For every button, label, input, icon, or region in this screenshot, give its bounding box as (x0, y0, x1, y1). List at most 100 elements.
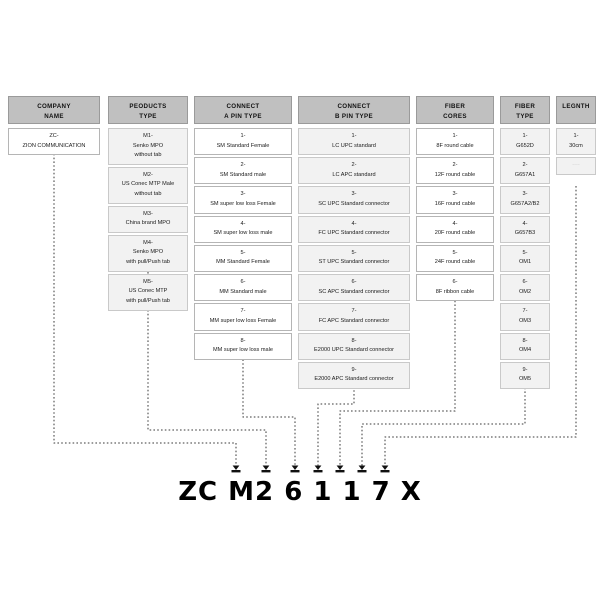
option-label: E2000 APC Standard connector (314, 376, 394, 383)
option-cell[interactable]: 2- SM Standard male (194, 157, 292, 185)
option-cell[interactable]: ZC- ZION COMMUNICATION (8, 128, 100, 156)
option-label-2: without tab (134, 191, 162, 198)
option-cell[interactable]: 9-OM5 (500, 361, 550, 389)
option-label: E2000 UPC Standard connector (314, 347, 394, 354)
option-label: OM1 (518, 259, 532, 266)
option-code: 6- (351, 279, 357, 286)
option-cell[interactable]: 2- LC APC standard (298, 157, 410, 185)
option-code: 2- (452, 162, 458, 169)
option-cell[interactable]: 6-OM2 (500, 274, 550, 302)
option-cell[interactable]: 7-OM3 (500, 303, 550, 331)
option-cell[interactable]: 7-MM super low loss Female (194, 303, 292, 331)
option-label: FC APC Standard connector (318, 317, 390, 324)
column-header-line: CONNECT (337, 103, 371, 110)
option-cell[interactable]: 7-FC APC Standard connector (298, 303, 410, 331)
option-cell[interactable]: 2-G657A1 (500, 157, 550, 185)
option-label: MM super low loss male (213, 347, 273, 354)
option-cell[interactable]: 4-FC UPC Standard connector (298, 215, 410, 243)
option-label-2: without tab (134, 152, 162, 159)
option-cell[interactable]: 4-G657B3 (500, 215, 550, 243)
option-cell[interactable]: ---- (556, 157, 596, 175)
option-code: M2- (143, 171, 153, 178)
option-cell[interactable]: 9-E2000 APC Standard connector (298, 361, 410, 389)
option-label: US Conec MTP (128, 288, 168, 295)
column-header-line: COMPANY (37, 103, 71, 110)
option-code: 1- (452, 133, 458, 139)
option-code: 8- (522, 337, 528, 344)
option-cell[interactable]: 1-30cm (556, 128, 596, 156)
option-code: 2- (351, 162, 357, 169)
option-cell[interactable]: 1-SM Standard Female (194, 128, 292, 156)
option-code: 6- (240, 279, 246, 286)
option-label: OM4 (518, 347, 532, 354)
option-code: 1- (240, 133, 246, 139)
option-code: 6- (522, 279, 528, 286)
option-cell[interactable]: 5-OM1 (500, 244, 550, 273)
option-cell[interactable]: 5-MM Standard Female (194, 244, 292, 273)
option-cell[interactable]: 8-E2000 UPC Standard connector (298, 332, 410, 360)
option-code: 5- (522, 249, 528, 256)
option-code: 7- (522, 308, 528, 315)
option-label: Senko MPO (132, 142, 164, 149)
option-cell[interactable]: 3-SC UPC Standard connector (298, 186, 410, 214)
option-label: OM2 (518, 288, 532, 295)
option-cell[interactable]: 2- 12F round cable (416, 157, 494, 185)
column-header-length: LEGNTH (556, 96, 596, 124)
option-label: ---- (572, 162, 580, 169)
option-label: Senko MPO (132, 249, 164, 256)
option-code: M3- (143, 210, 153, 217)
option-code: 4- (452, 220, 458, 227)
column-header-line: A PIN TYPE (224, 113, 262, 121)
column-cells-length: 1-30cm ---- (556, 128, 596, 175)
column-header-line: FIBER (514, 103, 536, 110)
option-cell[interactable]: 6-8F ribbon cable (416, 274, 494, 302)
option-code: 4- (522, 220, 528, 227)
option-cell[interactable]: 1-LC UPC standard (298, 128, 410, 156)
option-cell[interactable]: 8-OM4 (500, 332, 550, 360)
option-label: ST UPC Standard connector (318, 259, 390, 266)
option-cell[interactable]: 4-SM super low loss male (194, 215, 292, 243)
option-label: China brand MPO (125, 220, 171, 227)
option-code: 4- (351, 220, 357, 227)
column-cells-connect-b-pin-type: 1-LC UPC standard 2- LC APC standard 3-SC U… (298, 128, 410, 389)
option-code: 7- (240, 308, 246, 315)
option-cell[interactable]: 6-MM Standard male (194, 274, 292, 302)
option-cell[interactable]: 6-SC APC Standard connector (298, 274, 410, 302)
option-cell[interactable]: M3- China brand MPO (108, 205, 188, 233)
option-cell[interactable]: 1-G652D (500, 128, 550, 156)
option-label: SM Standard male (219, 171, 267, 178)
option-cell[interactable]: 3-G657A2/B2 (500, 186, 550, 214)
option-label: SM super low loss male (213, 230, 273, 237)
option-label: 12F round cable (434, 171, 476, 178)
option-code: 2- (240, 162, 246, 169)
column-header-line: CONNECT (226, 103, 260, 110)
option-cell[interactable]: 5-ST UPC Standard connector (298, 244, 410, 273)
option-label: LC APC standard (332, 171, 376, 178)
option-code: 5- (452, 249, 458, 256)
option-code: 3- (240, 191, 246, 198)
option-code: 8- (240, 337, 246, 344)
option-code: ZC- (49, 133, 59, 139)
column-cells-fiber-cores: 1-8F round cable 2- 12F round cable 3-16F r… (416, 128, 494, 302)
option-code: M5- (143, 278, 153, 285)
option-cell[interactable]: 8- MM super low loss male (194, 332, 292, 360)
option-cell[interactable]: 5-24F round cable (416, 244, 494, 273)
option-label: ZION COMMUNICATION (22, 142, 86, 149)
option-cell[interactable]: 3-SM super low loss Female (194, 186, 292, 214)
option-cell[interactable]: 4-20F round cable (416, 215, 494, 243)
option-cell[interactable]: 3-16F round cable (416, 186, 494, 214)
option-cell[interactable]: 1-8F round cable (416, 128, 494, 156)
